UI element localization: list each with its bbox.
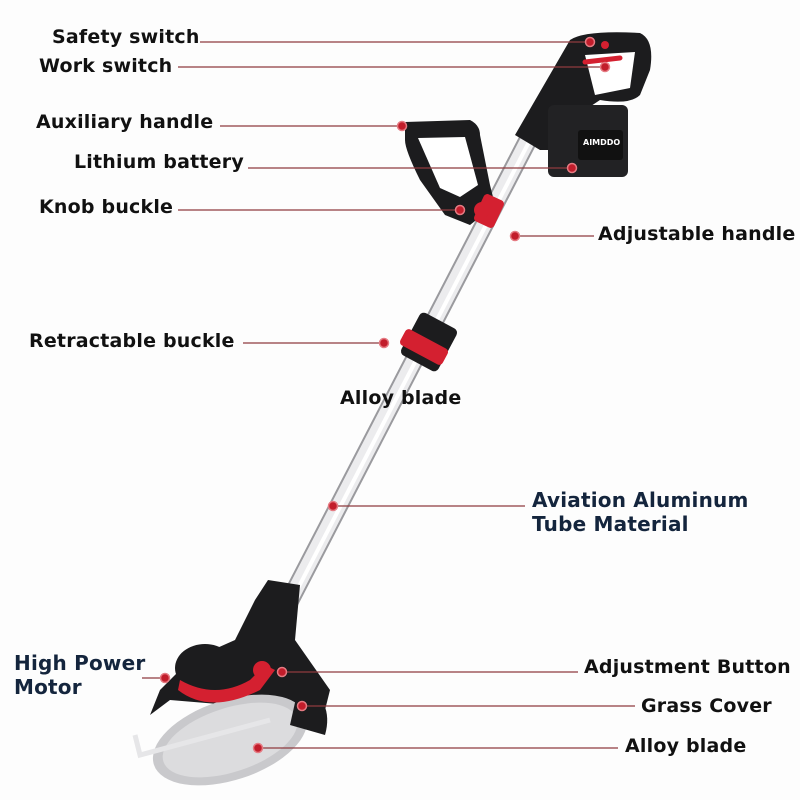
callout-lines xyxy=(142,41,635,749)
label-aviation-tube-line2: Tube Material xyxy=(532,512,689,536)
label-adjustment-button: Adjustment Button xyxy=(584,656,791,678)
label-auxiliary-handle: Auxiliary handle xyxy=(36,111,214,133)
dot-retractable-buckle xyxy=(378,337,390,349)
dot-adjustment-button xyxy=(276,666,288,678)
retractable-buckle xyxy=(399,312,458,372)
dot-safety-switch xyxy=(584,36,596,48)
lithium-battery: AIMDDO xyxy=(548,105,628,177)
dot-grass-cover xyxy=(296,700,308,712)
dot-work-switch xyxy=(599,61,611,73)
callout-dots xyxy=(159,36,611,754)
dot-lithium-battery xyxy=(566,162,578,174)
label-knob-buckle: Knob buckle xyxy=(39,196,174,218)
label-work-switch: Work switch xyxy=(39,55,173,77)
dot-motor xyxy=(159,672,171,684)
label-aviation-tube: Aviation Aluminum Tube Material xyxy=(532,488,749,536)
label-safety-switch: Safety switch xyxy=(52,26,200,48)
label-retractable-buckle: Retractable buckle xyxy=(29,330,235,352)
dot-auxiliary-handle xyxy=(396,120,408,132)
dot-knob-buckle xyxy=(454,204,466,216)
dot-adjustable-handle xyxy=(509,230,521,242)
label-alloy-blade-bottom: Alloy blade xyxy=(625,735,747,757)
label-aviation-tube-line1: Aviation Aluminum xyxy=(532,488,749,512)
label-lithium-battery: Lithium battery xyxy=(74,151,244,173)
label-motor-line1: High Power xyxy=(14,651,146,675)
battery-brand-text: AIMDDO xyxy=(583,138,620,147)
label-alloy-blade-mid: Alloy blade xyxy=(340,387,462,409)
label-motor: High Power Motor xyxy=(14,651,145,699)
dot-aviation-tube xyxy=(327,500,339,512)
dot-alloy-blade xyxy=(252,742,264,754)
label-adjustable-handle: Adjustable handle xyxy=(598,223,796,245)
auxiliary-handle xyxy=(405,120,504,228)
label-motor-line2: Motor xyxy=(14,675,82,699)
label-grass-cover: Grass Cover xyxy=(641,695,772,717)
motor-head xyxy=(132,580,330,786)
